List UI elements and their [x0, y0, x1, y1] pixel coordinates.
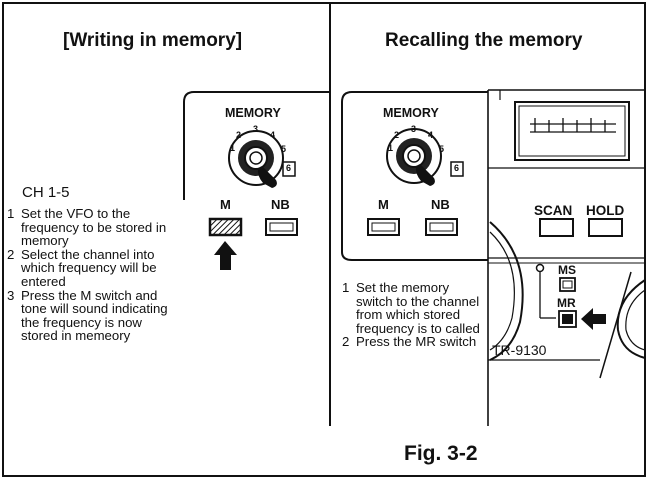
left-ch6-box: [282, 161, 296, 177]
right-dial-number: 4: [428, 130, 434, 140]
left-step-text: Select the channel into which frequency …: [21, 246, 157, 289]
left-up-arrow: [214, 241, 237, 270]
display-window: [514, 101, 630, 161]
right-m-label: M: [378, 197, 389, 212]
scan-label: SCAN: [534, 203, 573, 218]
channel-range-label: CH 1-5: [22, 184, 70, 201]
right-dial-ring: [386, 128, 442, 184]
right-nb-button: [425, 218, 458, 236]
left-device: [183, 91, 330, 270]
mr-label: MR: [557, 296, 576, 310]
right-nb-label: NB: [431, 197, 450, 212]
left-step-text: Press the M switch and tone will sound i…: [21, 287, 168, 344]
ms-label: MS: [558, 263, 576, 277]
left-step-text: Set the VFO to the frequency to be store…: [21, 206, 167, 249]
right-dial-number: 5: [439, 144, 445, 154]
left-step: 1 Set the VFO to the frequency to be stor…: [7, 207, 179, 248]
right-step: 2 Press the MR switch: [342, 335, 484, 349]
model-label: TR-9130: [492, 342, 547, 358]
left-dial-ring: [228, 130, 284, 186]
left-steps-list: 1 Set the VFO to the frequency to be stor…: [7, 207, 179, 343]
right-dial-number: 3: [411, 124, 417, 134]
left-dial-number: 2: [236, 130, 242, 140]
left-nb-label: NB: [271, 197, 290, 212]
right-step-text: Set the memory switch to the channel fro…: [356, 280, 480, 336]
mr-pointer-arrow: [581, 308, 606, 330]
left-dial-number: 3: [253, 124, 259, 134]
right-steps-list: 1 Set the memory switch to the channel fr…: [342, 281, 484, 349]
right-step-text: Press the MR switch: [356, 334, 477, 350]
left-dial-number: 6: [286, 163, 292, 173]
right-dial-number: 6: [454, 163, 460, 173]
left-nb-button: [265, 218, 298, 236]
left-memory-label: MEMORY: [225, 106, 281, 120]
scan-button: [539, 218, 574, 237]
left-step-number: 3: [7, 287, 15, 303]
left-panel-title: [Writing in memory]: [63, 30, 243, 51]
left-dial-number: 5: [281, 144, 287, 154]
left-dial-number: 4: [270, 130, 276, 140]
left-step-number: 1: [7, 206, 15, 221]
hold-label: HOLD: [586, 203, 625, 218]
right-memory-label: MEMORY: [383, 106, 439, 120]
right-memory-knob: [396, 138, 435, 186]
right-step-number: 1: [342, 280, 350, 295]
right-dial-number: 2: [394, 130, 400, 140]
left-m-label: M: [220, 197, 231, 212]
right-device: [341, 89, 646, 379]
display-meter-scale: [530, 118, 616, 133]
left-memory-knob: [238, 140, 277, 188]
left-step: 3 Press the M switch and tone will sound …: [7, 287, 179, 344]
right-edge-knob: [616, 279, 646, 359]
right-step-number: 2: [342, 334, 350, 350]
right-step: 1 Set the memory switch to the channel fr…: [342, 281, 484, 335]
left-step-number: 2: [7, 246, 15, 262]
right-dial-number: 1: [388, 143, 394, 153]
right-m-button: [367, 218, 400, 236]
indicator-led: [535, 263, 545, 273]
tuning-knob-arc: [489, 221, 524, 361]
right-ch6-box: [450, 161, 464, 177]
left-dial-number: 1: [230, 143, 236, 153]
hold-button: [588, 218, 623, 237]
left-step: 2 Select the channel into which frequency…: [7, 246, 179, 289]
right-panel-title: Recalling the memory: [385, 30, 583, 51]
ms-button: [559, 277, 576, 292]
figure-caption: Fig. 3-2: [404, 442, 478, 465]
left-m-button: [208, 217, 243, 237]
